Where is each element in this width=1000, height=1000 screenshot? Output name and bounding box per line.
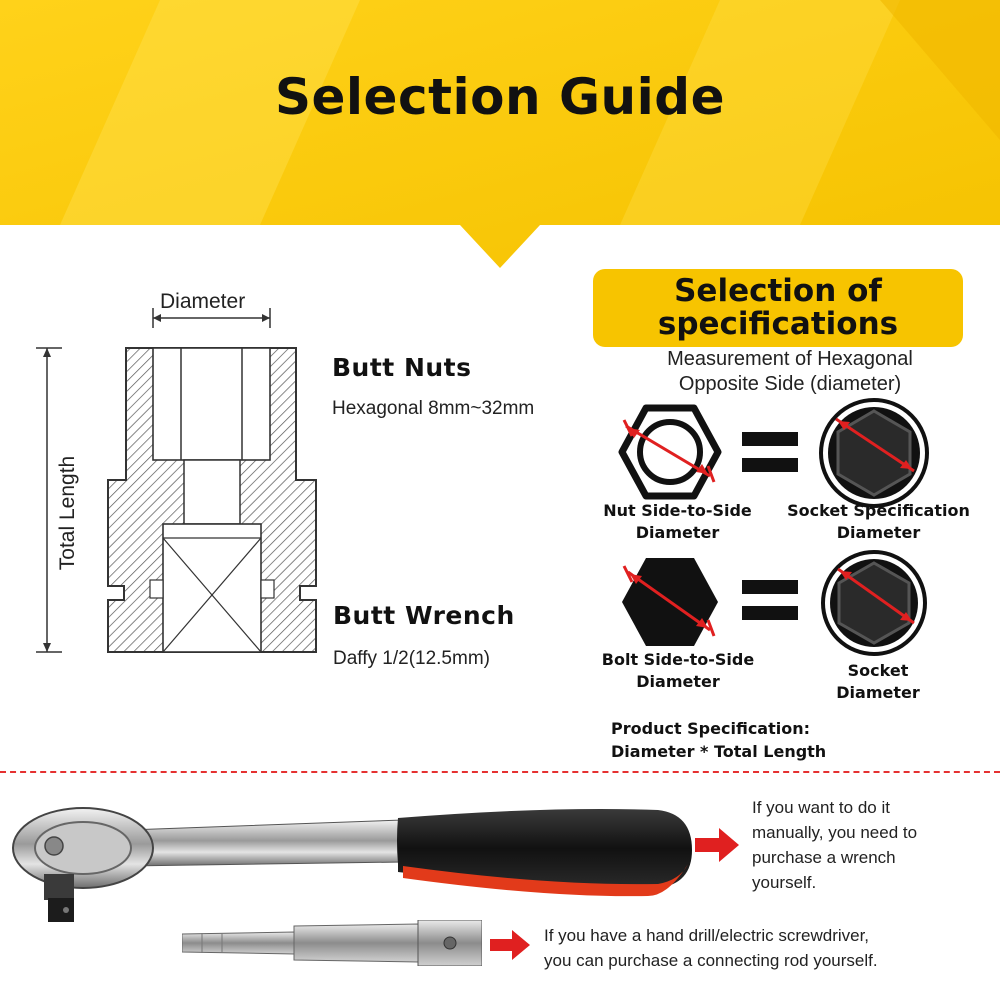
butt-wrench-desc: Daffy 1/2(12.5mm) (333, 648, 490, 669)
socket-icon (819, 398, 929, 508)
butt-nuts-desc: Hexagonal 8mm~32mm (332, 398, 535, 419)
ratchet-wrench-icon (12, 807, 692, 922)
socket-spec-caption-line2: Diameter (836, 523, 921, 542)
wrench-note-line4: yourself. (752, 873, 817, 892)
wrench-note: If you want to do it manually, you need … (752, 795, 917, 895)
diameter-label: Diameter (160, 290, 246, 313)
socket-caption-line1: Socket (847, 661, 909, 680)
measurement-caption: Measurement of Hexagonal Opposite Side (… (600, 347, 980, 397)
hex-bolt-icon (622, 558, 718, 646)
drill-note-line1: If you have a hand drill/electric screwd… (544, 926, 870, 945)
total-length-label: Total Length (56, 455, 79, 571)
product-spec-line1: Product Specification: (611, 719, 811, 738)
nut-caption-line1: Nut Side-to-Side (603, 501, 752, 520)
arrow-right-icon (695, 828, 739, 862)
bolt-caption: Bolt Side-to-Side Diameter (563, 649, 793, 693)
header-banner (0, 0, 1000, 268)
specs-title-banner: Selection of specifications (593, 269, 963, 347)
adapter-rod-icon (182, 920, 482, 966)
page-title: Selection Guide (275, 68, 725, 126)
product-spec-line2: Diameter * Total Length (611, 742, 827, 761)
hex-nut-icon (618, 404, 722, 500)
specs-title-line2: specifications (657, 306, 899, 342)
butt-nuts-title: Butt Nuts (332, 353, 472, 382)
wrench-note-line2: manually, you need to (752, 823, 918, 842)
bolt-caption-line2: Diameter (636, 672, 720, 691)
nut-caption-line2: Diameter (635, 523, 720, 542)
socket-icon (821, 550, 927, 656)
socket-caption: Socket Diameter (798, 660, 958, 704)
drill-note-line2: you can purchase a connecting rod yourse… (544, 951, 878, 970)
equals-icon (742, 580, 798, 620)
bolt-caption-line1: Bolt Side-to-Side (601, 650, 755, 669)
butt-wrench-title: Butt Wrench (333, 601, 515, 630)
socket-spec-caption: Socket Specification Diameter (757, 500, 1000, 544)
equals-icon (742, 432, 798, 472)
wrench-note-line1: If you want to do it (752, 798, 890, 817)
nut-caption: Nut Side-to-Side Diameter (560, 500, 795, 544)
measurement-line1: Measurement of Hexagonal (667, 348, 913, 370)
socket-spec-caption-line1: Socket Specification (787, 501, 970, 520)
measurement-line2: Opposite Side (diameter) (678, 373, 902, 395)
drill-note: If you have a hand drill/electric screwd… (544, 923, 878, 973)
specs-title-line1: Selection of (674, 273, 882, 309)
product-specification: Product Specification: Diameter * Total … (611, 717, 826, 763)
section-divider (0, 771, 1000, 773)
arrow-right-icon (490, 930, 530, 960)
socket-cross-section-diagram (36, 308, 317, 653)
wrench-note-line3: purchase a wrench (752, 848, 896, 867)
socket-caption-line2: Diameter (836, 683, 920, 702)
